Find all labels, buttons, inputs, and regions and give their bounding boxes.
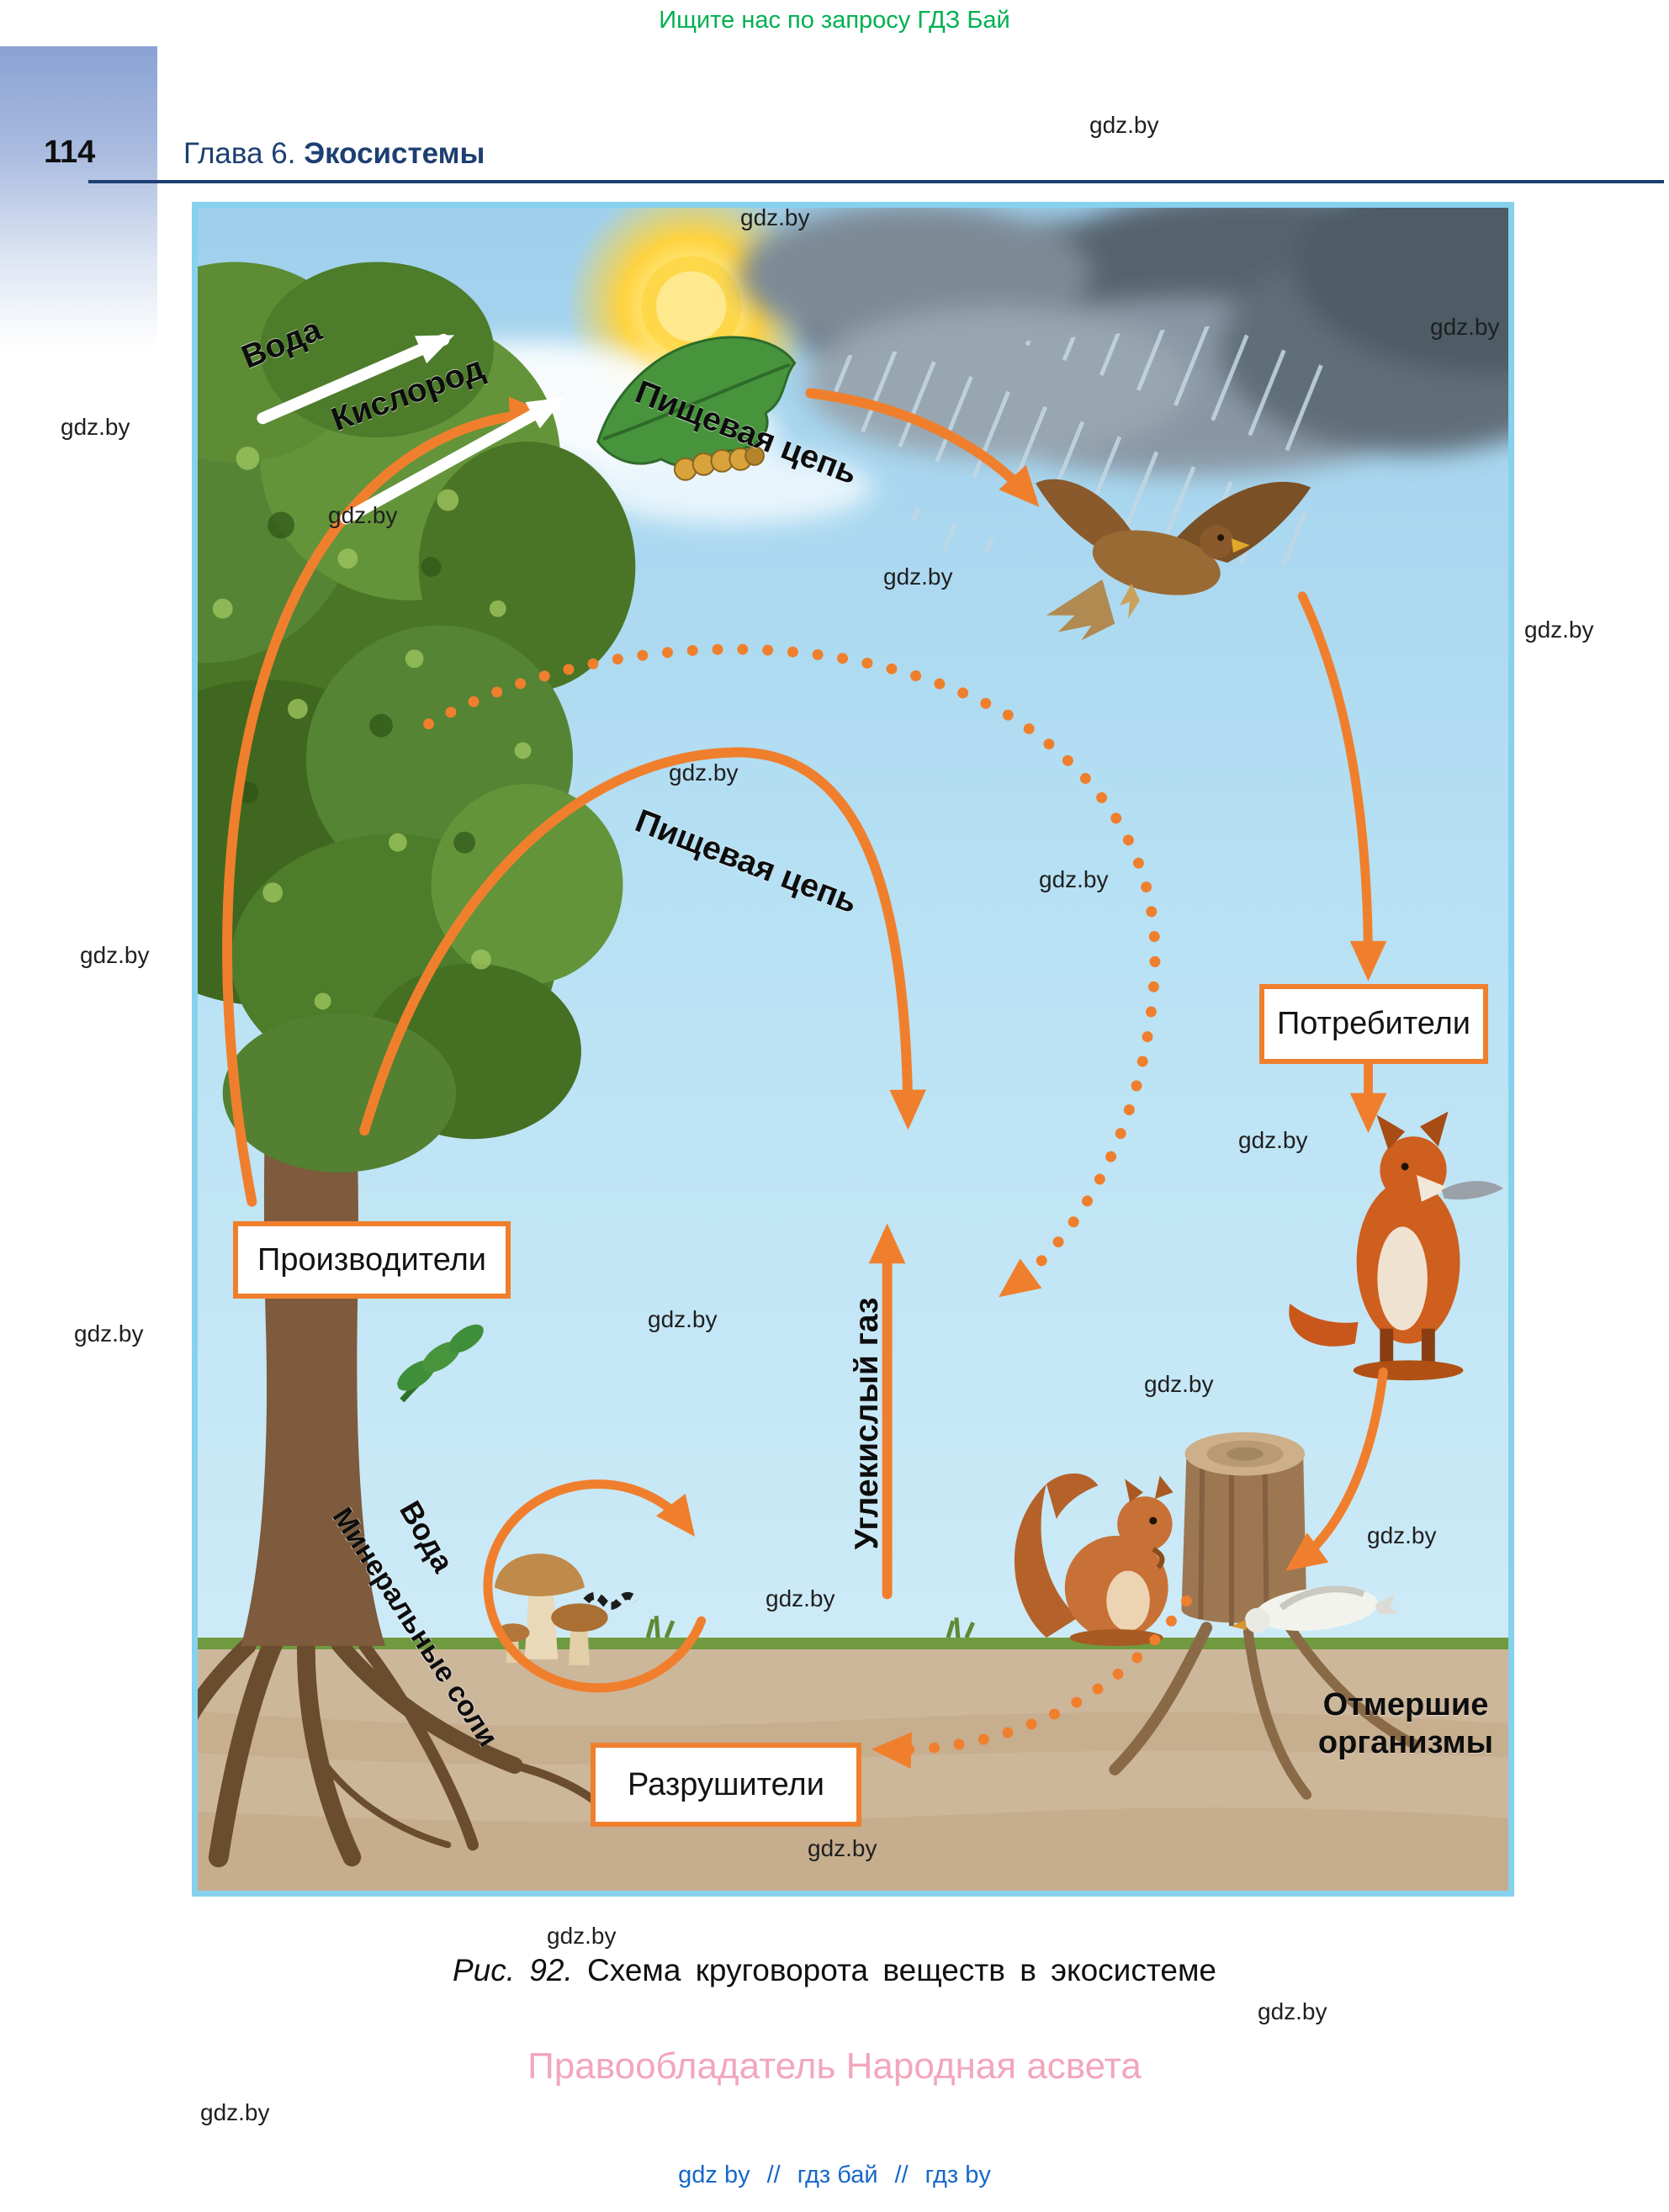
arrow-producers-to-leaf <box>222 396 550 1207</box>
watermark-gdzby: gdz.by <box>1039 866 1109 892</box>
chapter-label: Глава 6. <box>183 137 296 170</box>
arrow-water-up <box>257 333 455 425</box>
watermark-gdzby: gdz.by <box>547 1923 617 1949</box>
arrow-foodchain-mid <box>359 747 926 1136</box>
footer-link-2[interactable]: гдз бай <box>797 2162 878 2188</box>
watermark-gdzby: gdz.by <box>61 414 130 440</box>
green-sprig <box>397 1324 484 1403</box>
watermark-gdzby: gdz.by <box>1367 1522 1437 1548</box>
diagram-scene <box>198 208 1508 1891</box>
watermark-gdzby: gdz.by <box>1089 112 1159 138</box>
watermark-gdzby: gdz.by <box>883 564 953 590</box>
consumers-label: Потребители <box>1276 1006 1471 1041</box>
decomposers-label: Разрушители <box>628 1766 824 1802</box>
producers-box: Производители <box>233 1221 511 1299</box>
footer-separator-1: // <box>766 2162 781 2188</box>
squirrel <box>1014 1473 1174 1647</box>
footer-link-1[interactable]: gdz by <box>678 2162 750 2188</box>
arrow-bird-to-consumers <box>1297 591 1387 982</box>
footer-link-3[interactable]: гдз by <box>925 2162 991 2188</box>
bird-of-prey <box>1036 479 1311 641</box>
arrow-decomposer-cycle <box>483 1479 707 1693</box>
label-dead-organisms-line1: Отмершие <box>1322 1687 1489 1723</box>
decomposers-box: Разрушители <box>591 1743 861 1827</box>
consumers-box: Потребители <box>1259 984 1488 1064</box>
figure-caption-ref: Рис. 92. <box>453 1953 573 1987</box>
arrow-dotted-consumer-cycle <box>423 643 1161 1298</box>
watermark-gdzby: gdz.by <box>1258 1998 1327 2024</box>
dead-bird <box>1231 1585 1400 1633</box>
arrow-leaf-to-bird <box>805 388 1040 507</box>
figure-caption-text: Схема круговорота веществ в экосистеме <box>587 1953 1216 1987</box>
soil-insect <box>583 1592 639 1610</box>
watermark-gdzby: gdz.by <box>74 1320 144 1347</box>
watermark-gdzby: gdz.by <box>1238 1127 1308 1153</box>
footer-links: gdz by // гдз бай // гдз by <box>0 2162 1669 2189</box>
grass-tufts <box>645 1616 975 1639</box>
watermark-gdzby: gdz.by <box>1430 314 1500 340</box>
header-rule <box>88 180 1664 183</box>
watermark-gdzby: gdz.by <box>808 1835 877 1861</box>
watermark-gdzby: gdz.by <box>669 759 739 786</box>
oak-leaf-caterpillar <box>596 336 797 481</box>
chapter-heading: Глава 6. Экосистемы <box>183 137 485 171</box>
label-carbon-dioxide: Углекислый газ <box>849 1297 885 1550</box>
arrow-dotted-dead-to-decomposers <box>871 1595 1192 1769</box>
corner-gradient-decoration <box>0 46 157 349</box>
stump-roots <box>1109 1622 1420 1800</box>
label-dead-organisms-line2: организмы <box>1317 1724 1494 1760</box>
producers-label: Производители <box>257 1241 486 1278</box>
arrow-fox-to-dead-organisms <box>1285 1367 1388 1571</box>
footer-separator-2: // <box>894 2162 909 2188</box>
watermark-gdzby: gdz.by <box>1524 617 1594 643</box>
watermark-gdzby: gdz.by <box>200 2099 270 2125</box>
white-arrows <box>257 333 565 525</box>
arrow-oxygen-up <box>340 397 565 525</box>
orange-arrows <box>222 388 1388 1769</box>
watermark-gdzby: gdz.by <box>80 942 150 968</box>
rain <box>814 316 1332 568</box>
promo-text: Ищите нас по запросу ГДЗ Бай <box>659 7 1010 34</box>
publisher-text: Правообладатель Народная асвета <box>527 2045 1142 2087</box>
watermark-gdzby: gdz.by <box>740 204 810 230</box>
mushrooms <box>494 1553 608 1665</box>
watermark-gdzby: gdz.by <box>1144 1371 1214 1397</box>
watermark-gdzby: gdz.by <box>328 502 398 528</box>
watermark-gdzby: gdz.by <box>648 1306 718 1332</box>
fox <box>1289 1111 1504 1381</box>
figure-ecosystem-diagram: Вода Кислород Пищевая цепь Пищевая цепь … <box>192 202 1514 1897</box>
page-number: 114 <box>44 135 96 170</box>
chapter-title: Экосистемы <box>304 137 485 170</box>
figure-caption: Рис. 92. Схема круговорота веществ в эко… <box>0 1953 1669 1988</box>
stump <box>1181 1431 1307 1627</box>
watermark-gdzby: gdz.by <box>766 1585 835 1611</box>
label-dead-organisms: Отмершие организмы <box>1290 1686 1508 1762</box>
